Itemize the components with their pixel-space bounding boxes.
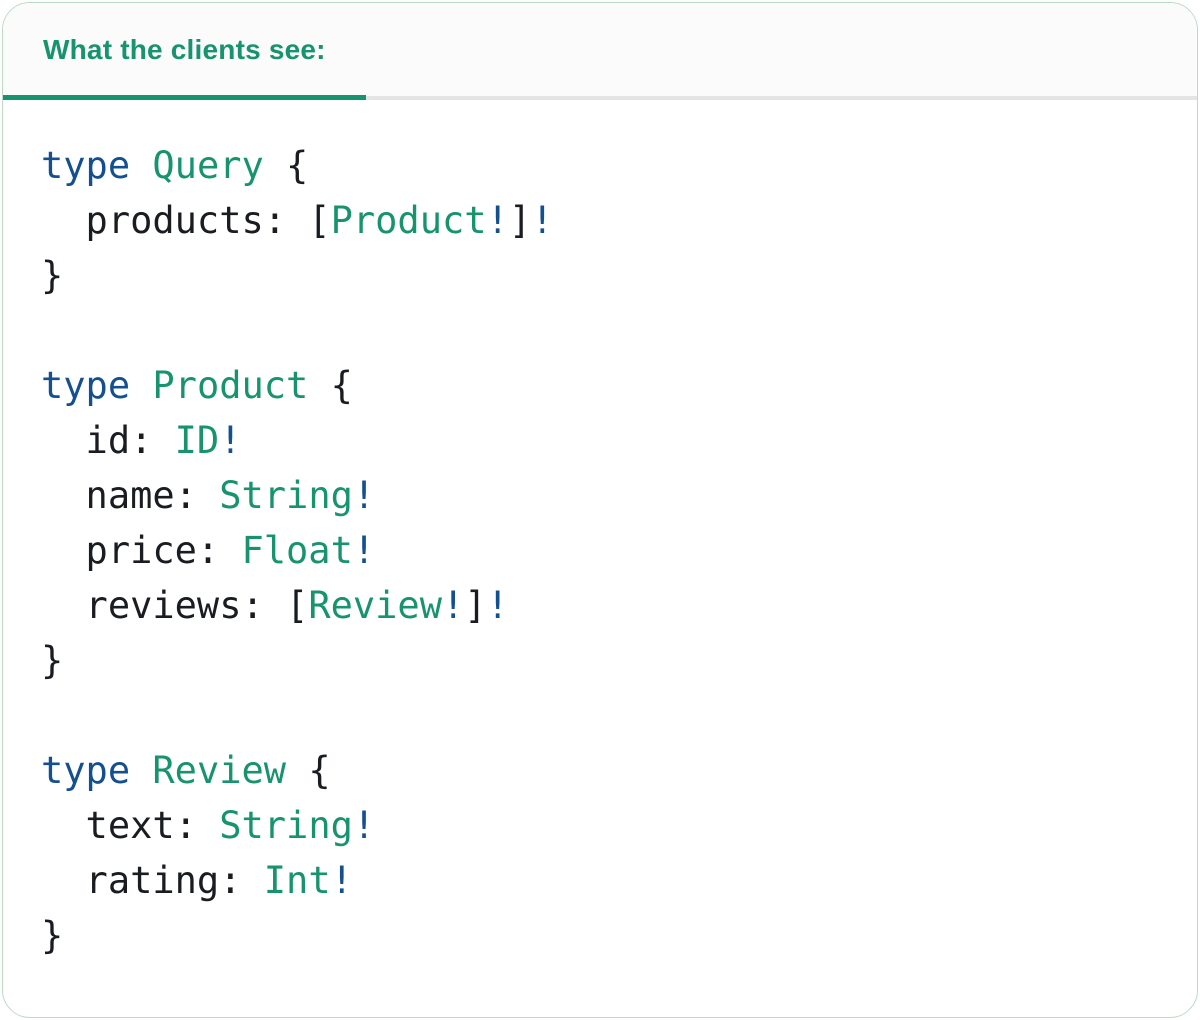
- code-line: type Review {: [41, 743, 1159, 798]
- code-token: ID: [174, 419, 220, 462]
- code-token: price:: [41, 529, 242, 572]
- code-token: text:: [41, 804, 220, 847]
- code-line: type Query {: [41, 138, 1159, 193]
- code-line: reviews: [Review!]!: [41, 578, 1159, 633]
- tab-label: What the clients see:: [43, 33, 326, 65]
- code-token: !: [531, 199, 554, 242]
- code-token: !: [352, 804, 376, 847]
- code-line: [41, 688, 1159, 743]
- code-token: id:: [41, 419, 175, 462]
- code-token: rating:: [41, 859, 264, 902]
- code-line: id: ID!: [41, 413, 1159, 468]
- code-token: [130, 749, 152, 792]
- code-token: !: [330, 859, 353, 902]
- code-token: !: [441, 584, 465, 627]
- code-token: Float: [241, 529, 353, 572]
- code-line: text: String!: [41, 798, 1159, 853]
- code-token: Product: [330, 199, 487, 242]
- code-line: price: Float!: [41, 523, 1159, 578]
- code-token: {: [308, 364, 353, 407]
- code-token: }: [41, 639, 64, 682]
- code-line: type Product {: [41, 358, 1159, 413]
- code-token: {: [263, 144, 309, 187]
- code-token: !: [219, 419, 242, 462]
- code-line: }: [41, 633, 1159, 688]
- code-token: }: [41, 914, 64, 957]
- code-token: reviews: [: [41, 584, 309, 627]
- code-token: !: [352, 529, 376, 572]
- code-token: [130, 144, 152, 187]
- code-token: !: [352, 474, 376, 517]
- code-token: [130, 364, 152, 407]
- code-token: Review: [152, 749, 287, 792]
- code-token: ]: [464, 584, 487, 627]
- code-line: }: [41, 908, 1159, 963]
- code-token: Query: [152, 144, 264, 187]
- code-token: name:: [41, 474, 220, 517]
- code-token: Review: [308, 584, 442, 627]
- code-line: name: String!: [41, 468, 1159, 523]
- code-token: type: [41, 144, 131, 187]
- code-token: ]: [508, 199, 532, 242]
- code-token: }: [41, 254, 64, 297]
- code-token: type: [41, 364, 131, 407]
- code-line: rating: Int!: [41, 853, 1159, 908]
- code-line: }: [41, 248, 1159, 303]
- tab-active-underline: [3, 95, 366, 100]
- code-token: !: [486, 199, 509, 242]
- code-token: products: [: [41, 199, 331, 242]
- code-token: !: [486, 584, 509, 627]
- code-line: [41, 303, 1159, 358]
- code-token: Product: [152, 364, 309, 407]
- code-line: products: [Product!]!: [41, 193, 1159, 248]
- code-token: String: [219, 474, 353, 517]
- code-token: String: [219, 804, 353, 847]
- tab-what-clients-see[interactable]: What the clients see:: [3, 3, 366, 100]
- code-token: type: [41, 749, 131, 792]
- code-token: Int: [263, 859, 331, 902]
- tab-bar: What the clients see:: [3, 3, 1197, 100]
- code-block: type Query { products: [Product!]!} type…: [3, 100, 1197, 963]
- code-token: {: [286, 749, 331, 792]
